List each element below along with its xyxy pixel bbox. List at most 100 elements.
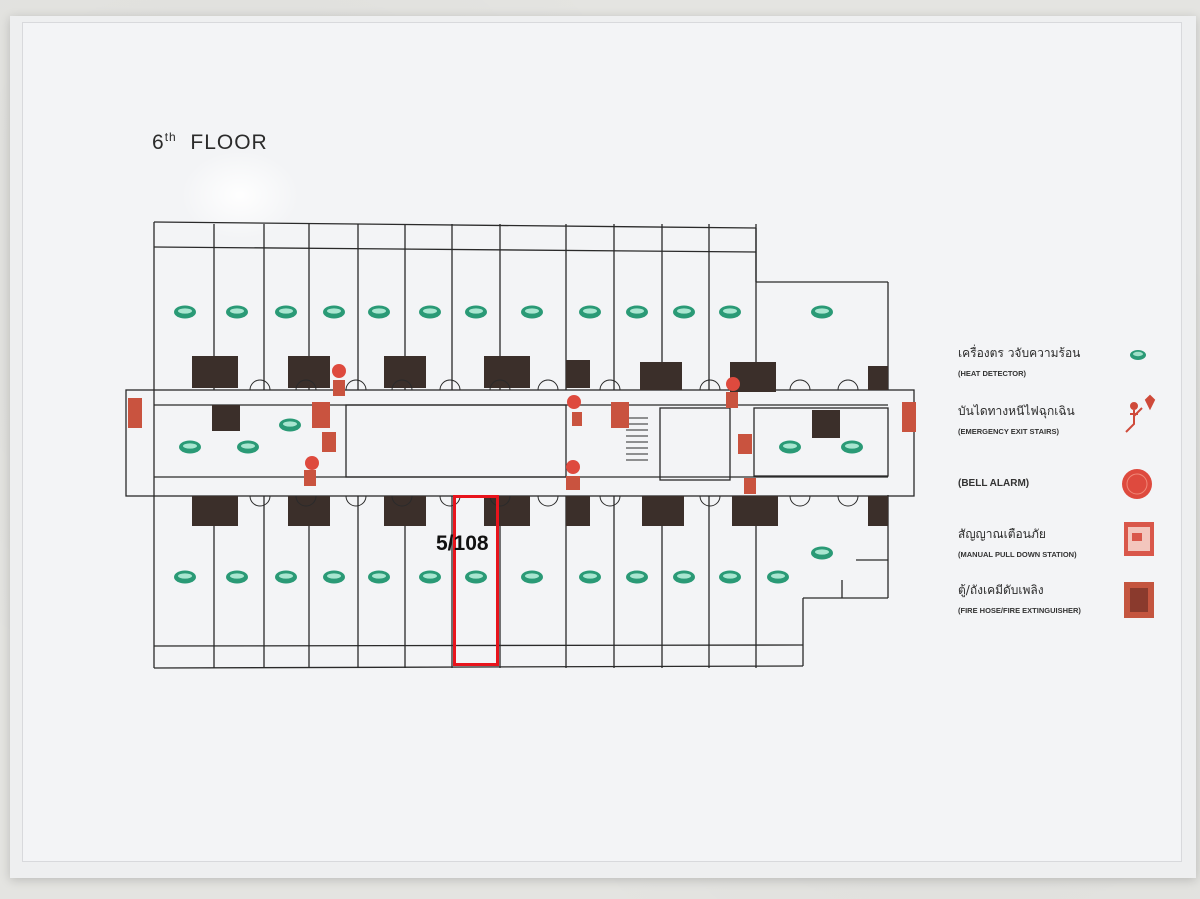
- heat-detectors: [174, 305, 863, 584]
- bathroom-block: [192, 356, 238, 388]
- door-arc: [537, 495, 559, 507]
- detector-highlight: [372, 573, 386, 579]
- bathroom-block: [868, 496, 888, 526]
- right-unit: [753, 407, 889, 477]
- detector-highlight: [815, 549, 829, 555]
- detector-highlight: [815, 308, 829, 314]
- detector-highlight: [372, 308, 386, 314]
- fire-equipment-icon: [128, 398, 142, 428]
- detector-highlight: [423, 573, 437, 579]
- detector-highlight: [230, 308, 244, 314]
- floor-title: 6th FLOOR: [152, 130, 268, 155]
- heat-detector-icon: [626, 570, 648, 584]
- legend-pull-station: สัญญาณเตือนภัย (MANUAL PULL DOWN STATION…: [958, 525, 1077, 559]
- detector-highlight: [469, 573, 483, 579]
- bathroom-block: [812, 410, 840, 438]
- door-arc: [789, 379, 811, 391]
- bathroom-block: [566, 496, 590, 526]
- bathroom-blocks: [192, 356, 888, 526]
- legend-heat-detector: เครื่องตร วจับความร้อน (HEAT DETECTOR): [958, 344, 1080, 378]
- outer-wall-top: [153, 221, 757, 229]
- door-arc: [391, 495, 413, 507]
- floor-suffix: th: [164, 130, 177, 144]
- door-arc: [599, 379, 621, 391]
- detector-highlight: [469, 308, 483, 314]
- heat-detector-icon: [673, 305, 695, 319]
- bathroom-block: [212, 405, 240, 431]
- stair-core: [659, 407, 731, 481]
- detector-highlight: [583, 308, 597, 314]
- door-arc: [295, 495, 317, 507]
- bathroom-block: [868, 366, 888, 390]
- detector-highlight: [279, 308, 293, 314]
- doors: [249, 379, 859, 507]
- heat-detector-icon: [579, 570, 601, 584]
- heat-detector-icon: [368, 305, 390, 319]
- heat-detector-icon: [275, 570, 297, 584]
- bathroom-block: [732, 496, 778, 526]
- bell-alarm-icon: [567, 395, 581, 409]
- heat-detector-icon: [719, 570, 741, 584]
- door-arc: [489, 495, 511, 507]
- door-arc: [249, 495, 271, 507]
- heat-detector-icon: [279, 418, 301, 432]
- heat-detector-icon: [323, 305, 345, 319]
- heat-detector-icon: [626, 305, 648, 319]
- fire-equipment-icon: [738, 434, 752, 454]
- balcony-line-bottom: [153, 644, 804, 647]
- heat-detector-icon: [673, 570, 695, 584]
- detector-highlight: [525, 573, 539, 579]
- detector-highlight: [723, 308, 737, 314]
- balcony-line-top: [153, 246, 757, 253]
- legend-english-label: (HEAT DETECTOR): [958, 369, 1027, 378]
- door-arc: [699, 495, 721, 507]
- door-arc: [345, 495, 367, 507]
- door-arc: [837, 379, 859, 391]
- door-arc: [537, 379, 559, 391]
- detector-highlight: [283, 421, 297, 427]
- legend-thai-label: บันไดทางหนีไฟฉุกเฉิน: [958, 404, 1075, 418]
- bathroom-block: [288, 496, 330, 526]
- fire-equipment-icon: [333, 380, 345, 396]
- detector-highlight: [183, 443, 197, 449]
- detector-highlight: [630, 308, 644, 314]
- heat-detector-icon: [811, 305, 833, 319]
- detector-highlight: [178, 308, 192, 314]
- legend-english-label: (EMERGENCY EXIT STAIRS): [958, 427, 1059, 436]
- fire-equipment-icon: [322, 432, 336, 452]
- legend-exit-stairs: บันไดทางหนีไฟฉุกเฉิน (EMERGENCY EXIT STA…: [958, 402, 1075, 436]
- bathroom-block: [384, 496, 426, 526]
- legend-fire-hose: ตู้/ถังเคมีดับเพลิง (FIRE HOSE/FIRE EXTI…: [958, 581, 1081, 615]
- heat-detector-icon: [323, 570, 345, 584]
- bell-alarm-icon: [305, 456, 319, 470]
- detector-highlight: [783, 443, 797, 449]
- legend-english-label: (BELL ALARM): [958, 478, 1030, 489]
- heat-detector-icon: [179, 440, 201, 454]
- heat-detector-icon: [226, 570, 248, 584]
- detector-highlight: [327, 573, 341, 579]
- floor-number: 6: [152, 131, 165, 154]
- detector-highlight: [279, 573, 293, 579]
- fire-equipment-icon: [312, 402, 330, 428]
- heat-detector-icon: [419, 305, 441, 319]
- heat-detector-icon: [174, 305, 196, 319]
- heat-detector-icon: [719, 305, 741, 319]
- outer-wall-bottom: [153, 665, 804, 669]
- door-arc: [699, 379, 721, 391]
- room-highlight-box: [453, 495, 499, 666]
- heat-detector-icon: [465, 570, 487, 584]
- fire-equipment: [128, 364, 916, 494]
- legend-english-label: (FIRE HOSE/FIRE EXTINGUISHER): [958, 606, 1081, 615]
- door-arc: [599, 495, 621, 507]
- heat-detector-icon: [779, 440, 801, 454]
- detector-highlight: [423, 308, 437, 314]
- detector-highlight: [241, 443, 255, 449]
- floor-word: FLOOR: [190, 131, 268, 154]
- detector-highlight: [677, 573, 691, 579]
- detector-highlight: [525, 308, 539, 314]
- heat-detector-icon: [275, 305, 297, 319]
- heat-detector-icon: [521, 305, 543, 319]
- fire-equipment-icon: [572, 412, 582, 426]
- heat-detector-icon: [579, 305, 601, 319]
- bathroom-block: [384, 356, 426, 388]
